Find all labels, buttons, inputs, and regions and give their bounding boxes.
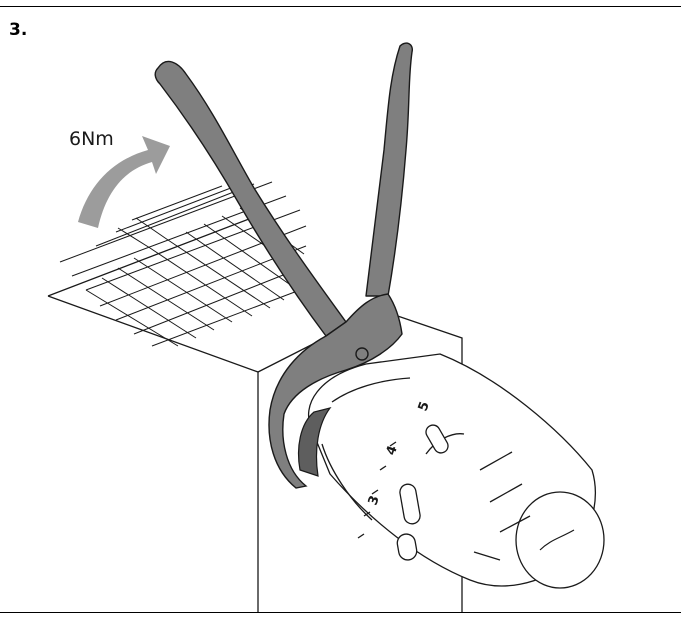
thermostat-head [307, 353, 605, 589]
torque-label: 6Nm [69, 128, 114, 150]
pliers-jaw [268, 293, 403, 489]
bottom-rule [0, 612, 681, 613]
rotation-arrow [78, 136, 170, 228]
pliers-right-handle [365, 42, 414, 297]
pliers-pivot [355, 347, 369, 361]
step-number: 3. [9, 20, 28, 40]
brand-mark-icon [539, 529, 575, 551]
top-rule [0, 6, 681, 7]
thermostat-end-cap [515, 491, 605, 589]
coupling-nut [297, 407, 332, 477]
